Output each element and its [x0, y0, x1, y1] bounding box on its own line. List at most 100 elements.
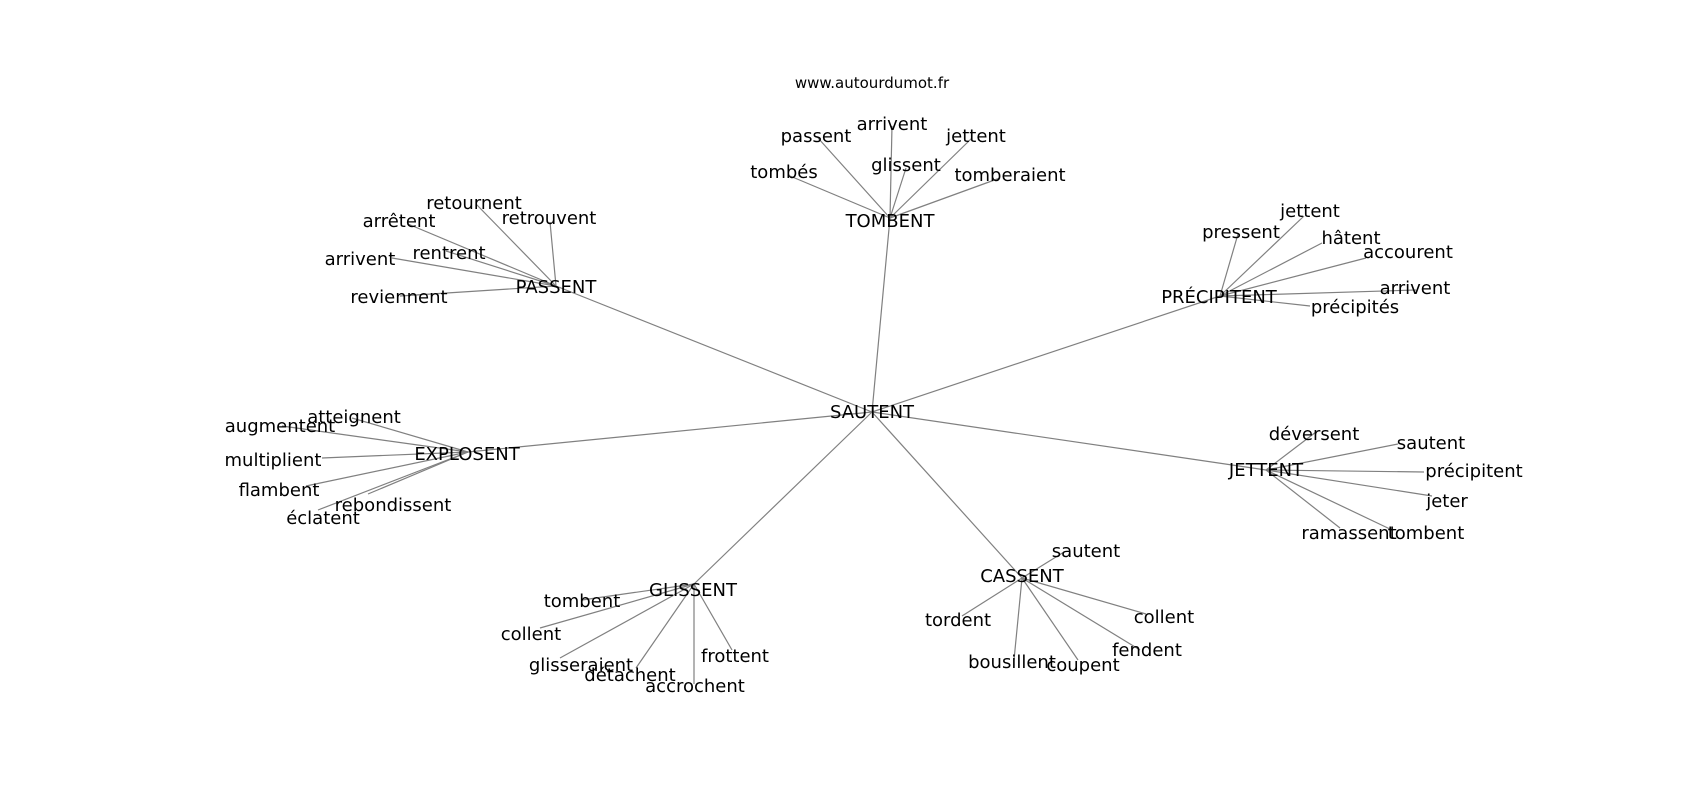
edge-precipitent-to-leaf	[1219, 233, 1239, 297]
hub-node-label: GLISSENT	[649, 580, 738, 601]
leaf-word: arrivent	[1380, 278, 1451, 299]
edge-precipitent-to-leaf	[1219, 289, 1417, 297]
hub-node-label: PASSENT	[516, 277, 598, 298]
leaf-word: retrouvent	[502, 208, 597, 229]
hub-node-label: EXPLOSENT	[414, 444, 520, 465]
edge-jettent-to-leaf	[1265, 469, 1341, 529]
edge-explosent-to-leaf	[305, 451, 469, 487]
edge-tombent-to-leaf	[889, 125, 893, 219]
leaf-word: reviennent	[350, 287, 447, 308]
leaf-word: hâtent	[1321, 228, 1380, 249]
hub-node-label: PRÉCIPITENT	[1161, 286, 1278, 308]
leaf-word: éclatent	[286, 508, 360, 529]
edge-passent-to-leaf	[399, 285, 557, 297]
leaf-word: glisseraient	[529, 655, 633, 676]
edge-precipitent-to-leaf	[1219, 295, 1311, 307]
leaf-word: détachent	[584, 665, 675, 686]
leaf-word: frottent	[701, 646, 769, 667]
leaf-word: glissent	[871, 155, 941, 176]
edge-tombent-to-leaf	[789, 175, 891, 219]
leaf-word: collent	[1134, 607, 1194, 628]
edge-jettent-to-leaf	[1265, 469, 1425, 473]
edge-explosent-to-leaf	[317, 451, 469, 511]
leaf-word: fendent	[1112, 640, 1182, 661]
edge-glissent-to-leaf	[693, 583, 733, 651]
leaf-word: passent	[781, 126, 852, 147]
leaf-word: jettent	[1279, 201, 1340, 222]
leaf-word: flambent	[239, 480, 320, 501]
leaf-word: augmentent	[225, 416, 335, 437]
leaf-word: tombent	[544, 591, 621, 612]
leaf-word: tombés	[750, 162, 817, 183]
edge-tombent-to-leaf	[817, 137, 891, 219]
leaf-word: ramassent	[1301, 523, 1396, 544]
edge-glissent-to-leaf	[559, 583, 695, 659]
leaf-word: tomberaient	[954, 165, 1065, 186]
edge-cassent-to-leaf	[1021, 577, 1147, 615]
edge-cassent-to-leaf	[1013, 577, 1023, 661]
edge-precipitent-to-leaf	[1219, 215, 1305, 297]
leaf-word: arrêtent	[363, 211, 436, 232]
edge-center-to-tombent	[871, 217, 891, 413]
leaf-word: retournent	[426, 193, 522, 214]
edge-passent-to-leaf	[445, 250, 557, 287]
hub-node-label: CASSENT	[980, 566, 1065, 587]
hub-node-label: JETTENT	[1228, 460, 1304, 481]
leaf-word: multiplient	[225, 450, 322, 471]
leaf-word: coupent	[1046, 655, 1119, 676]
edge-jettent-to-leaf	[1265, 443, 1399, 471]
leaf-word: arrivent	[325, 249, 396, 270]
leaf-word: accrochent	[645, 676, 745, 697]
edge-jettent-to-leaf	[1265, 469, 1433, 497]
leaf-word: collent	[501, 624, 561, 645]
edge-tombent-to-leaf	[889, 137, 973, 219]
leaf-word: rentrent	[412, 243, 485, 264]
leaf-word: jeter	[1425, 491, 1468, 512]
edge-passent-to-leaf	[549, 221, 557, 287]
leaf-word: tordent	[925, 610, 991, 631]
edge-passent-to-leaf	[475, 203, 557, 287]
edge-explosent-to-leaf	[351, 417, 469, 453]
edge-precipitent-to-leaf	[1219, 257, 1367, 297]
center-node-label: SAUTENT	[830, 402, 915, 423]
leaf-word: rebondissent	[335, 495, 452, 516]
leaf-word: précipités	[1311, 297, 1399, 318]
leaf-word: tombent	[1388, 523, 1465, 544]
leaf-word: sautent	[1397, 433, 1465, 454]
edge-cassent-to-leaf	[1021, 577, 1079, 661]
edge-explosent-to-leaf	[321, 451, 469, 459]
edge-passent-to-leaf	[407, 223, 557, 287]
edge-center-to-glissent	[693, 411, 873, 585]
edge-jettent-to-leaf	[1265, 431, 1317, 471]
leaf-word: bousillent	[968, 652, 1056, 673]
leaf-word: déversent	[1269, 424, 1360, 445]
leaf-word: atteignent	[307, 407, 401, 428]
edge-glissent-to-leaf	[635, 583, 695, 669]
hub-node-label: TOMBENT	[845, 211, 936, 232]
edge-center-to-passent	[555, 285, 873, 413]
edge-center-to-precipitent	[871, 295, 1221, 413]
leaf-word: arrivent	[857, 114, 928, 135]
edge-cassent-to-leaf	[1021, 551, 1065, 579]
edge-jettent-to-leaf	[1265, 469, 1393, 531]
edge-passent-to-leaf	[391, 257, 557, 287]
leaf-word: sautent	[1052, 541, 1120, 562]
graph-edges	[281, 125, 1433, 684]
edge-glissent-to-leaf	[581, 583, 695, 601]
edge-explosent-to-leaf	[281, 425, 469, 453]
edge-precipitent-to-leaf	[1219, 242, 1323, 297]
leaf-word: jettent	[945, 126, 1006, 147]
edge-glissent-to-leaf	[539, 583, 695, 629]
edge-cassent-to-leaf	[961, 577, 1023, 617]
edge-cassent-to-leaf	[1021, 577, 1141, 651]
leaf-word: précipitent	[1425, 461, 1522, 482]
leaf-word: accourent	[1363, 242, 1453, 263]
edge-tombent-to-leaf	[889, 177, 1001, 219]
edge-tombent-to-leaf	[889, 167, 907, 219]
source-url-text: www.autourdumot.fr	[795, 74, 950, 92]
edge-center-to-jettent	[871, 411, 1267, 471]
leaf-word: pressent	[1202, 222, 1280, 243]
